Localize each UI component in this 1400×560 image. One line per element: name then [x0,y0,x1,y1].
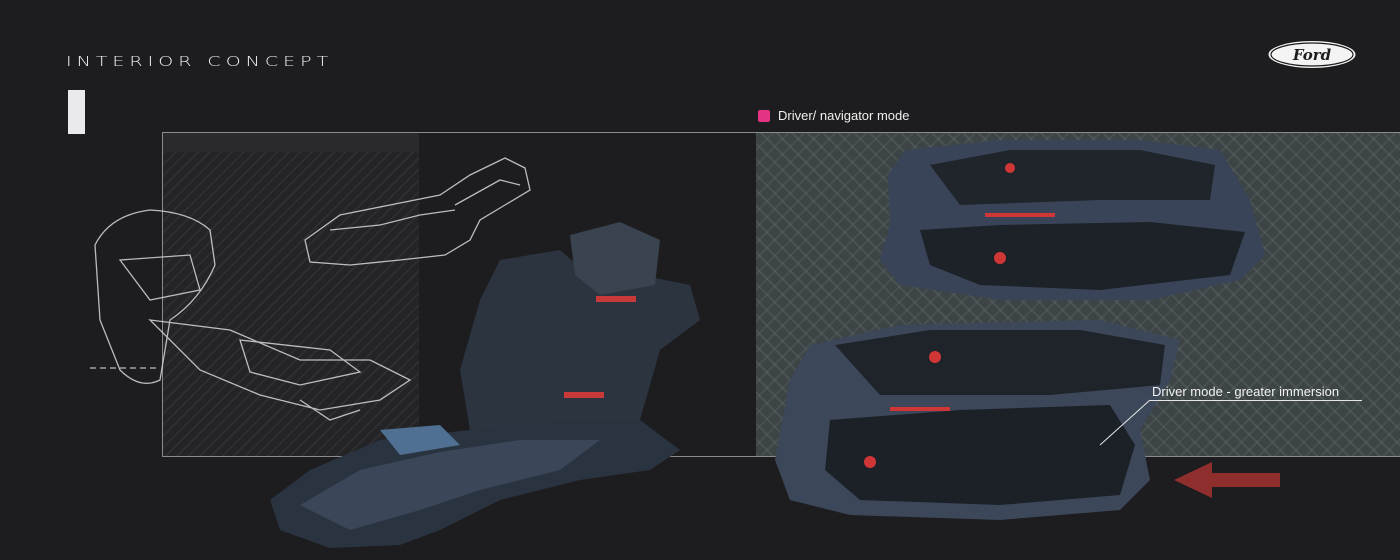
left-panel-header [163,133,419,153]
legend-swatch [758,109,770,122]
annotation-label: Driver mode - greater immersion [1152,384,1340,399]
page-title: INTERIOR CONCEPT [66,54,334,70]
left-hatched-panel [163,152,419,456]
title-accent-bar [68,90,85,134]
legend-label: Driver/ navigator mode [778,108,910,123]
car-topview-lower [775,320,1180,520]
ford-logo: Ford [1267,40,1357,69]
ford-logo-text: Ford [1292,46,1332,64]
seat-sketch-top [304,157,531,266]
direction-arrow [1174,462,1280,498]
seat-sketch-left [90,209,412,421]
annotation-underline [1150,400,1362,401]
legend: Driver/ navigator mode [758,108,910,123]
car-topview-upper [880,140,1265,300]
annotation-leader [1099,399,1151,446]
seat-render [270,222,700,548]
